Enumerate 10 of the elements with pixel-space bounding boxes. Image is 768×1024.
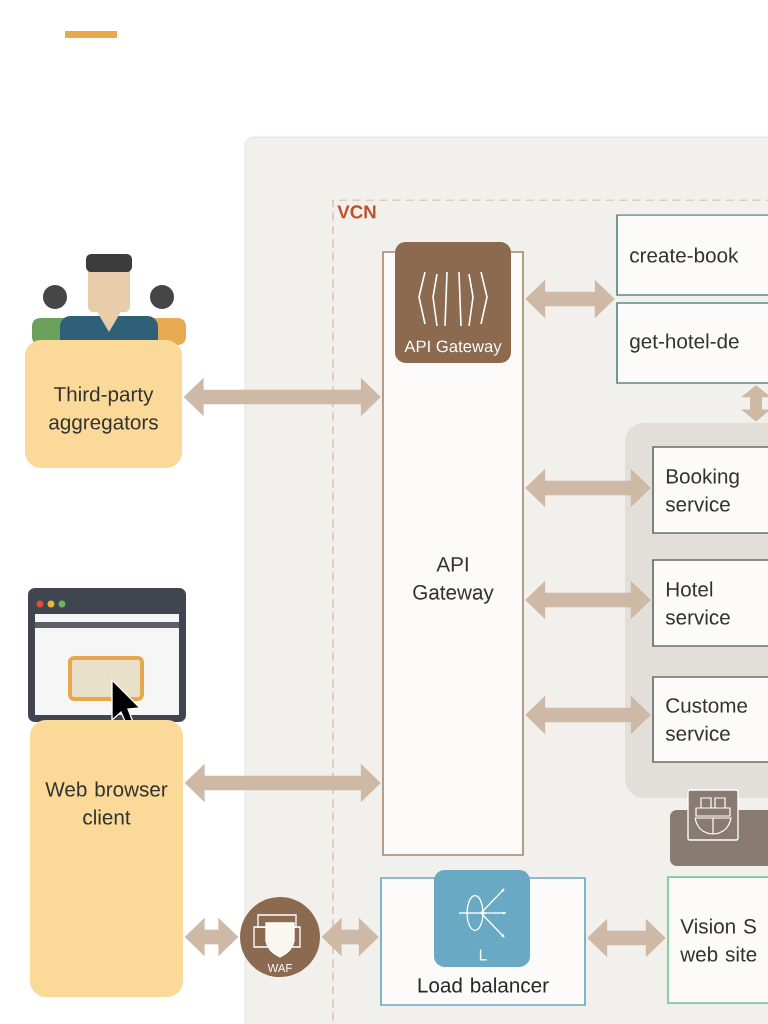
client-box: Web browser client: [30, 720, 183, 997]
function-box: create-book: [616, 214, 768, 296]
service-box: Booking service: [652, 446, 768, 534]
load-balancer-badge: L: [434, 870, 530, 967]
service-box: Hotel service: [652, 559, 768, 647]
client-box: Third-party aggregators: [25, 340, 182, 468]
service-box: Custome service: [652, 676, 768, 763]
gateway-badge: API Gateway: [395, 242, 511, 363]
website-box: Vision S web site: [667, 876, 768, 1004]
function-box: get-hotel-de: [616, 302, 768, 384]
